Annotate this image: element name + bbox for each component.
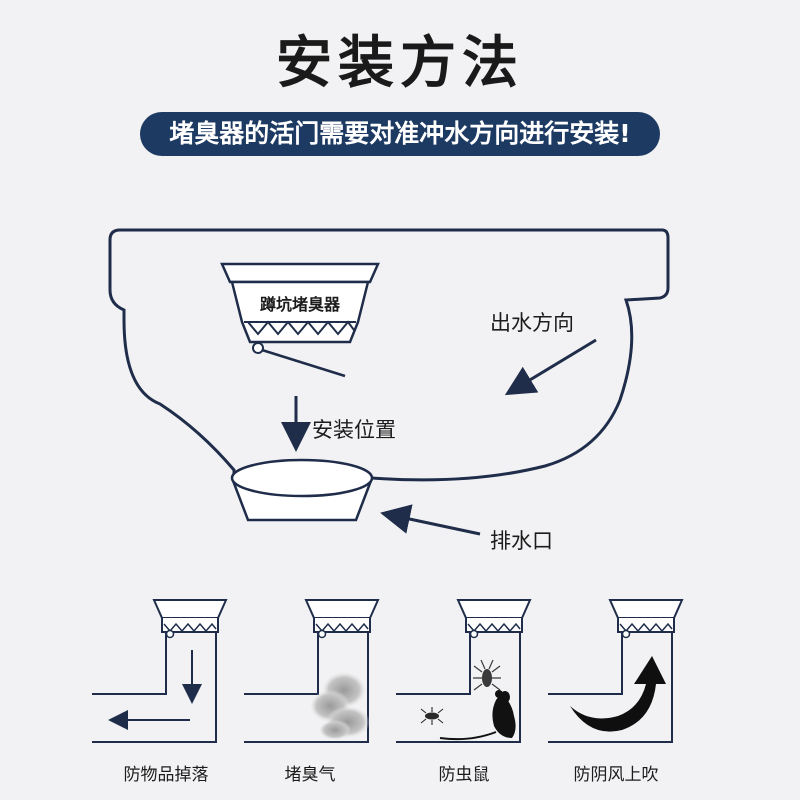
odor-trap-device: 蹲坑堵臭器 xyxy=(220,262,380,378)
install-label: 安装位置 xyxy=(312,418,396,442)
zigzag-spring xyxy=(247,320,355,336)
feature-label-1: 防物品掉落 xyxy=(124,765,209,785)
drain-outlet xyxy=(230,458,374,522)
outflow-label: 出水方向 xyxy=(490,311,574,335)
hinge-icon xyxy=(252,342,264,354)
valve-flap xyxy=(261,348,346,378)
feature-label-4: 防阴风上吹 xyxy=(574,765,659,785)
drain-arrow xyxy=(380,504,481,536)
odor-cloud-icon xyxy=(310,672,370,740)
outflow-arrow xyxy=(504,338,597,396)
feature-label-3: 防虫鼠 xyxy=(439,765,490,785)
cockroach-icon xyxy=(473,659,501,691)
drain-label: 排水口 xyxy=(490,529,553,553)
small-cockroach-icon xyxy=(420,707,444,725)
feature-panel-falling-objects: 防物品掉落 xyxy=(92,599,228,785)
instruction-banner: 堵臭器的活门需要对准冲水方向进行安装! xyxy=(140,112,660,156)
feature-panel-backdraft: 防阴风上吹 xyxy=(548,599,684,785)
feature-panel-odor: 堵臭气 xyxy=(244,599,380,785)
toilet-outline xyxy=(108,228,670,482)
page-title: 安装方法 xyxy=(276,31,524,96)
device-label: 蹲坑堵臭器 xyxy=(260,295,341,314)
mouse-icon xyxy=(439,690,516,741)
feature-label-2: 堵臭气 xyxy=(285,765,336,785)
curved-up-arrow-icon xyxy=(570,656,666,732)
feature-panel-pests: 防虫鼠 xyxy=(396,599,532,785)
